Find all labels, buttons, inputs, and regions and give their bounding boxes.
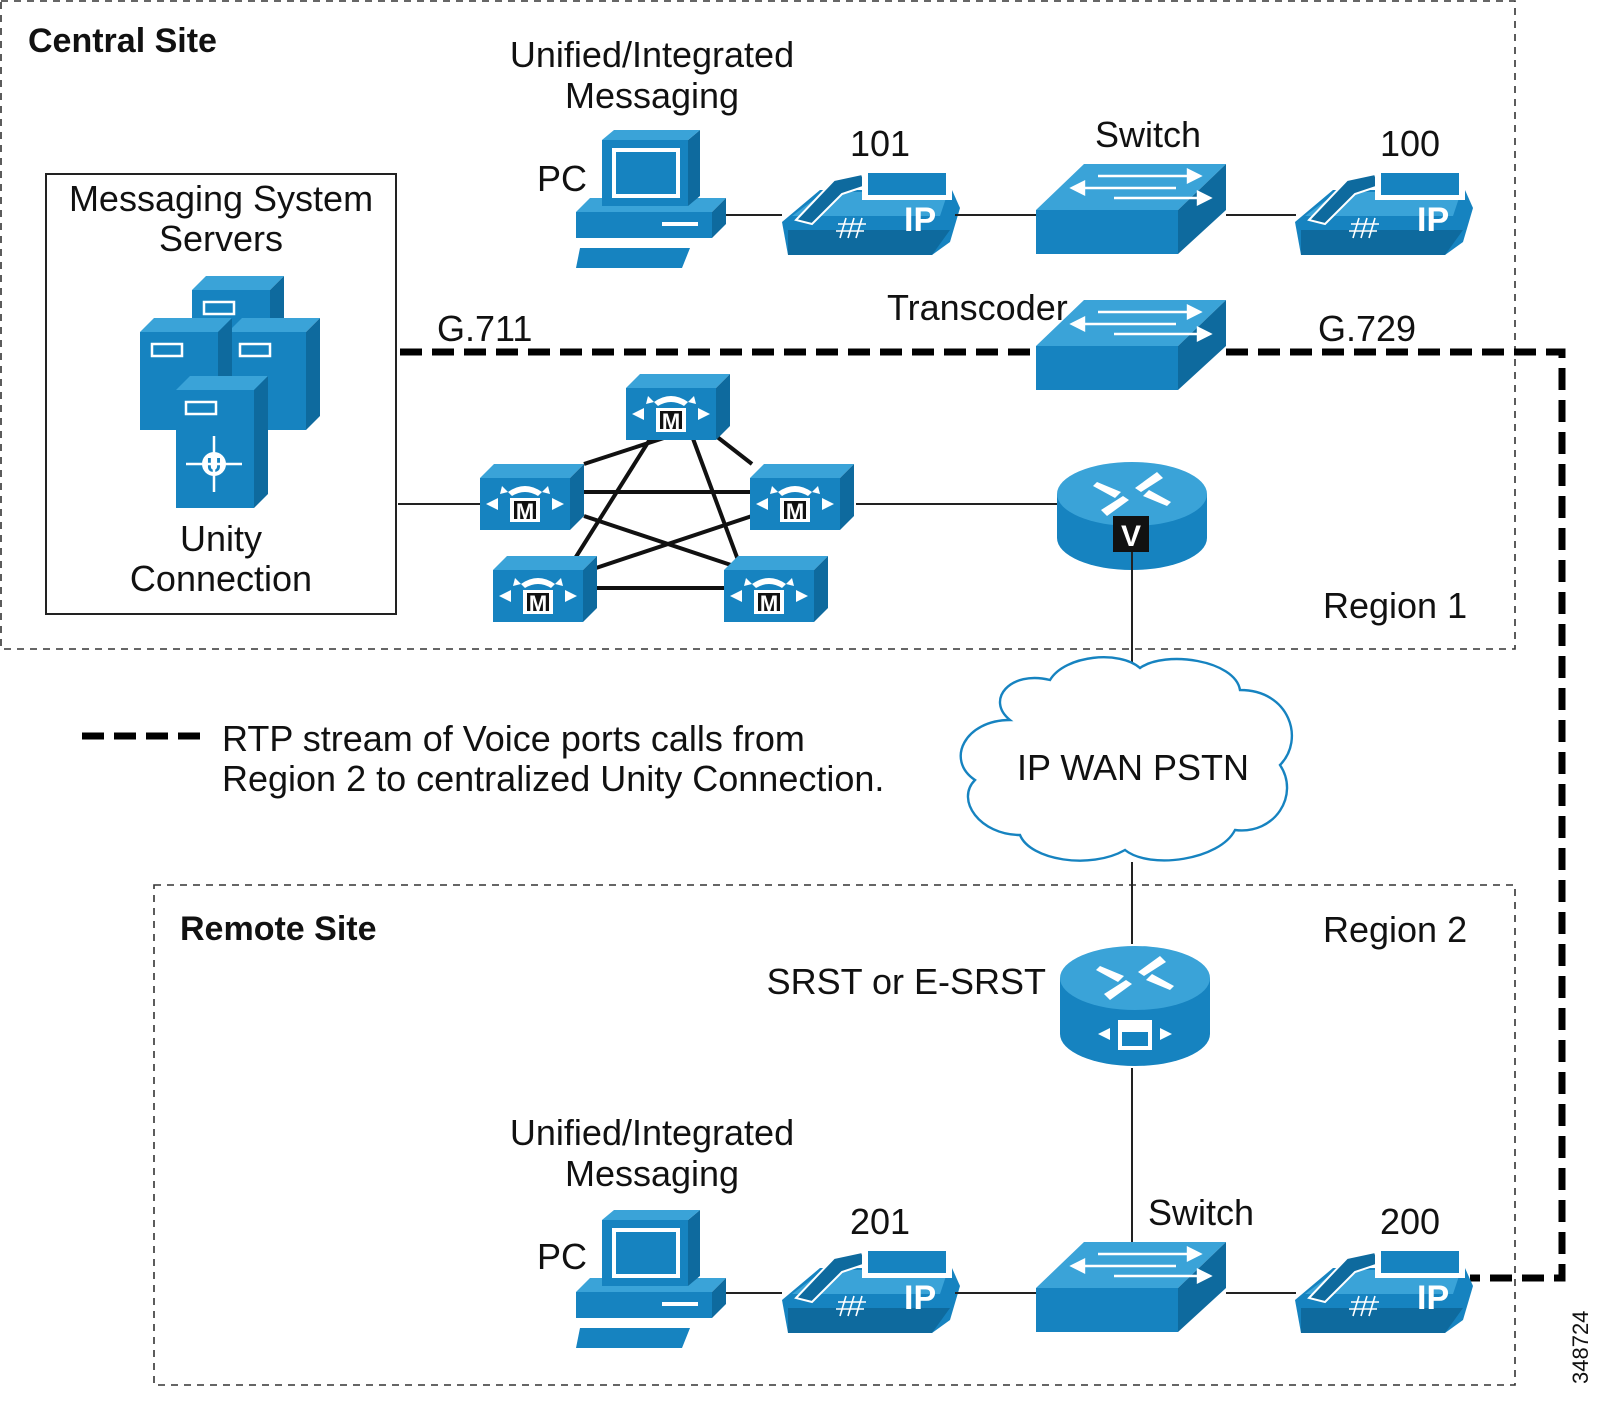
servers-title-line2: Servers: [159, 218, 283, 259]
svg-text:M: M: [516, 499, 534, 524]
codec-g711-label: G.711: [437, 308, 532, 349]
wan-cloud-icon: [959, 656, 1294, 862]
phone-101-label: 101: [850, 123, 910, 164]
central-switch-label: Switch: [1095, 114, 1201, 155]
svg-text:IP: IP: [1417, 201, 1449, 239]
central-messaging-label-1: Unified/Integrated: [510, 34, 794, 75]
callmanager-cluster: M M M M M: [398, 374, 1058, 622]
central-site-boundary: [0, 0, 1516, 650]
central-switch-icon: [1034, 162, 1228, 256]
phone-200-icon: IP: [1294, 1245, 1474, 1334]
svg-text:M: M: [662, 409, 680, 434]
rtp-stream-right: [1226, 348, 1566, 1282]
wan-label: IP WAN PSTN: [1017, 747, 1249, 788]
callmanager-bottom-right-icon: M: [724, 556, 828, 622]
srst-label: SRST or E-SRST: [767, 961, 1046, 1002]
servers-caption-line2: Connection: [130, 558, 312, 599]
remote-pc-icon: [576, 1210, 726, 1348]
voice-gateway-router-icon: V: [1057, 462, 1207, 570]
central-messaging-label-2: Messaging: [565, 75, 739, 116]
central-pc-label: PC: [537, 158, 587, 199]
codec-g729-label: G.729: [1318, 308, 1416, 349]
phone-200-label: 200: [1380, 1201, 1440, 1242]
svg-text:M: M: [760, 591, 778, 616]
messaging-servers-box: [45, 173, 397, 615]
callmanager-bottom-left-icon: M: [493, 556, 597, 622]
servers-title-line1: Messaging System: [69, 178, 373, 219]
remote-switch-icon: [1034, 1240, 1228, 1334]
callmanager-top-icon: M: [626, 374, 730, 440]
figure-id: 348724: [1568, 1311, 1593, 1384]
region-2-label: Region 2: [1323, 909, 1467, 950]
region-1-label: Region 1: [1323, 585, 1467, 626]
remote-site-title: Remote Site: [180, 910, 377, 948]
svg-text:V: V: [1121, 520, 1141, 553]
phone-101-icon: IP: [781, 167, 961, 256]
phone-201-icon: IP: [781, 1245, 961, 1334]
callmanager-left-icon: M: [480, 464, 584, 530]
central-site-title: Central Site: [28, 22, 217, 60]
svg-text:IP: IP: [1417, 1279, 1449, 1317]
svg-text:IP: IP: [904, 1279, 936, 1317]
remote-messaging-label-2: Messaging: [565, 1153, 739, 1194]
svg-text:IP: IP: [904, 201, 936, 239]
central-pc-icon: [576, 130, 726, 268]
unity-connection-server-icon: U: [138, 274, 322, 508]
remote-site-boundary: [153, 884, 1516, 1386]
svg-text:M: M: [529, 591, 547, 616]
svg-text:M: M: [786, 499, 804, 524]
remote-pc-label: PC: [537, 1236, 587, 1277]
servers-caption-line1: Unity: [180, 518, 262, 559]
legend-text-line2: Region 2 to centralized Unity Connection…: [222, 758, 884, 799]
callmanager-right-icon: M: [750, 464, 854, 530]
srst-router-icon: [1060, 946, 1210, 1066]
remote-switch-label: Switch: [1148, 1192, 1254, 1233]
transcoder-label: Transcoder: [887, 287, 1068, 328]
phone-100-icon: IP: [1294, 167, 1474, 256]
phone-100-label: 100: [1380, 123, 1440, 164]
phone-201-label: 201: [850, 1201, 910, 1242]
legend-text-line1: RTP stream of Voice ports calls from: [222, 718, 805, 759]
remote-messaging-label-1: Unified/Integrated: [510, 1112, 794, 1153]
